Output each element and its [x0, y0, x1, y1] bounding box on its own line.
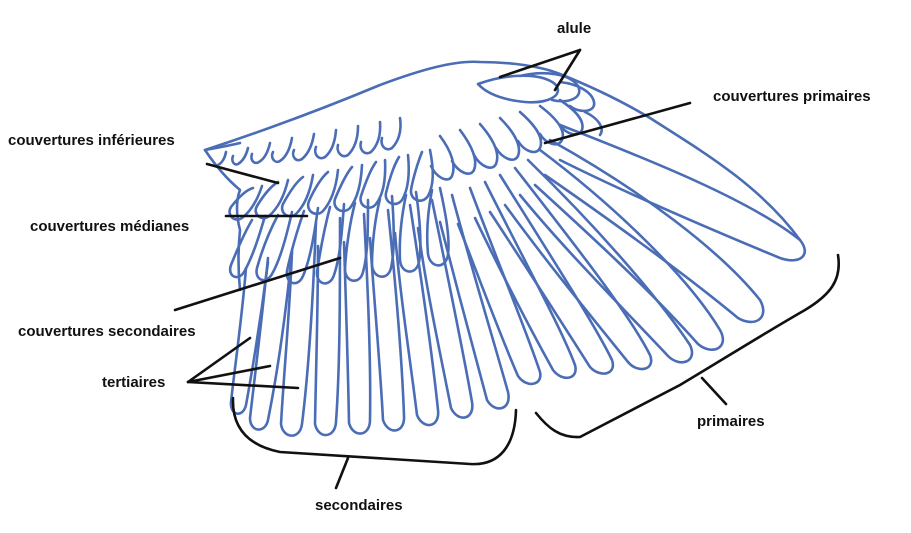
pointer-lines [173, 48, 841, 490]
feather-drawing [203, 60, 807, 437]
label-secondaries: secondaires [315, 497, 403, 514]
bracket-primaries [534, 253, 841, 439]
alula-feathers [476, 71, 596, 113]
pointer-under-coverts [205, 162, 280, 185]
label-under-coverts: couvertures inférieures [8, 132, 175, 149]
label-primary-coverts: couvertures primaires [713, 88, 871, 105]
wing-inner-edge [203, 148, 242, 292]
pointer-primary-coverts [543, 101, 692, 145]
pointer-alule-right [553, 48, 582, 92]
pointer-alule-left [498, 48, 582, 79]
label-primaries: primaires [697, 413, 765, 430]
label-secondary-coverts: couvertures secondaires [18, 323, 196, 340]
label-tertials: tertiaires [102, 374, 166, 391]
under-coverts-feathers [203, 116, 402, 167]
pointer-tertials-3 [186, 380, 300, 390]
pointer-primaries [700, 376, 728, 406]
pointer-secondary-coverts [173, 256, 342, 312]
label-alule: alule [557, 20, 592, 37]
tertials-feathers [229, 250, 294, 431]
bracket-secondaries [231, 396, 518, 466]
median-coverts-feathers [228, 148, 435, 221]
secondary-coverts-feathers [228, 186, 450, 285]
pointer-secondaries [334, 456, 350, 490]
wing-leading-edge [203, 60, 802, 242]
label-median-coverts: couvertures médianes [30, 218, 190, 235]
primary-coverts-feathers [429, 98, 603, 181]
primaries-feathers [456, 123, 807, 386]
pointer-tertials-2 [186, 364, 272, 384]
pointer-tertials-1 [186, 336, 252, 384]
secondaries-feathers [279, 193, 510, 437]
